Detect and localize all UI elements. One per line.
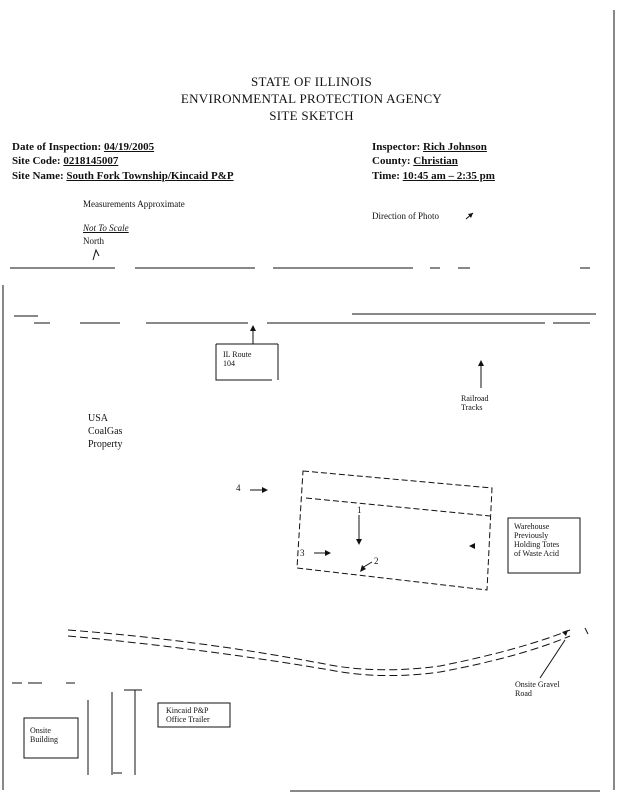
direction-of-photo-note: Direction of Photo [372, 211, 439, 221]
inspector-label: Inspector: [372, 141, 421, 153]
photo-number-3: 3 [300, 548, 305, 558]
inspection-date-field: Date of Inspection: 04/19/2005 [12, 141, 154, 153]
site-name-value: South Fork Township/Kincaid P&P [66, 170, 234, 182]
gravel-road-label: Onsite Gravel Road [515, 680, 560, 698]
inspector-value: Rich Johnson [423, 141, 487, 153]
time-value: 10:45 am – 2:35 pm [402, 170, 495, 182]
warehouse-label-line3: Holding Totes [514, 540, 560, 549]
county-value: Christian [413, 155, 458, 167]
time-label: Time: [372, 170, 400, 182]
route-label-line1: IL Route [223, 350, 252, 359]
railroad-label-line1: Railroad [461, 394, 489, 403]
county-field: County: Christian [372, 155, 458, 167]
warehouse-label: Warehouse Previously Holding Totes of Wa… [514, 522, 559, 558]
photo-direction-arrowhead [468, 213, 473, 218]
photo3-arrowhead [325, 550, 331, 556]
photo-number-1: 1 [357, 505, 362, 515]
inspector-field: Inspector: Rich Johnson [372, 141, 487, 153]
railroad-label: Railroad Tracks [461, 394, 489, 412]
onsite-building-label: Onsite Building [30, 726, 58, 744]
photo2-arrowhead [360, 565, 366, 572]
header-agency: ENVIRONMENTAL PROTECTION AGENCY [180, 91, 443, 106]
warehouse-label-line2: Previously [514, 531, 549, 540]
property-label-line2: CoalGas [88, 426, 123, 437]
photo-left-arrowhead [469, 543, 475, 549]
office-trailer-label-line1: Kincaid P&P [166, 706, 209, 715]
site-code-field: Site Code: 0218145007 [12, 155, 118, 167]
railroad-label-line2: Tracks [461, 403, 483, 412]
property-label-line1: USA [88, 413, 109, 424]
property-label-line3: Property [88, 439, 123, 450]
site-name-field: Site Name: South Fork Township/Kincaid P… [12, 170, 234, 182]
gravel-road-label-line1: Onsite Gravel [515, 680, 560, 689]
site-code-value: 0218145007 [63, 155, 119, 167]
office-trailer-label-line2: Office Trailer [166, 715, 210, 724]
office-trailer-label: Kincaid P&P Office Trailer [166, 706, 210, 724]
onsite-building-label-line1: Onsite [30, 726, 51, 735]
site-name-label: Site Name: [12, 170, 64, 182]
time-field: Time: 10:45 am – 2:35 pm [372, 170, 495, 182]
north-label: North [83, 236, 104, 246]
not-to-scale-note: Not To Scale [83, 223, 129, 233]
measurements-note: Measurements Approximate [83, 199, 185, 209]
route-label-line2: 104 [223, 359, 235, 368]
warehouse-label-line1: Warehouse [514, 522, 550, 531]
route-label: IL Route 104 [223, 350, 251, 368]
header-state: STATE OF ILLINOIS [250, 74, 373, 89]
photo1-arrowhead [356, 539, 362, 545]
railroad-pointer-arrowhead [478, 360, 484, 366]
county-label: County: [372, 155, 411, 167]
site-code-label: Site Code: [12, 155, 61, 167]
warehouse-label-line4: of Waste Acid [514, 549, 559, 558]
photo-number-2: 2 [374, 556, 379, 566]
onsite-building-label-line2: Building [30, 735, 59, 744]
route-pointer-arrowhead [250, 325, 256, 331]
photo4-arrowhead [262, 487, 268, 493]
inspection-date-value: 04/19/2005 [103, 141, 155, 153]
inspection-date-label: Date of Inspection: [12, 141, 102, 153]
gravel-pointer-arrowhead [562, 630, 568, 636]
header-title: SITE SKETCH [269, 108, 354, 123]
gravel-road-label-line2: Road [515, 689, 532, 698]
photo-number-4: 4 [236, 483, 241, 493]
property-label: USA CoalGas Property [88, 412, 122, 451]
